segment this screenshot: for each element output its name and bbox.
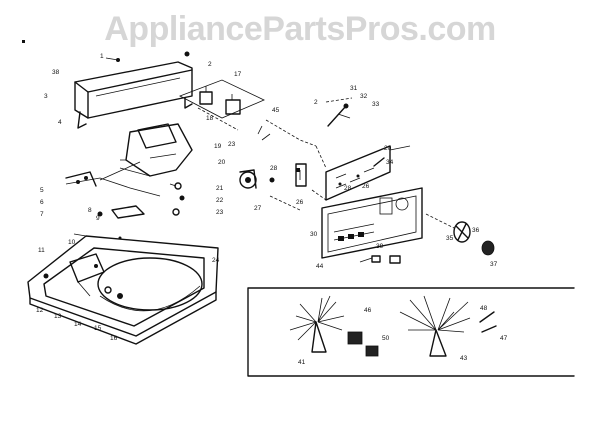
callout-5: 5 — [40, 187, 44, 194]
callout-17: 17 — [234, 71, 242, 78]
callout-22: 22 — [216, 197, 224, 204]
callout-46: 46 — [364, 307, 372, 314]
callout-35: 35 — [446, 235, 454, 242]
washer-top — [27, 233, 219, 345]
control-panel — [325, 145, 411, 201]
callout-13: 13 — [54, 313, 62, 320]
bracket-34 — [373, 157, 385, 167]
callout-6: 6 — [40, 199, 44, 206]
callout-48: 48 — [480, 305, 488, 312]
callout-28: 28 — [344, 185, 352, 192]
callout-34: 34 — [386, 159, 394, 166]
callout-26: 26 — [362, 183, 370, 190]
corner-mark — [22, 40, 25, 43]
callout-37: 37 — [490, 261, 498, 268]
callout-20: 20 — [218, 159, 226, 166]
callout-21: 21 — [216, 185, 224, 192]
callout-45: 45 — [272, 107, 280, 114]
callout-labels: 1238341718452323132331920567212223892827… — [36, 53, 508, 366]
hinge-pin — [327, 103, 351, 127]
harness-41 — [289, 295, 345, 353]
callout-41: 41 — [298, 359, 306, 366]
push-buttons — [359, 255, 401, 264]
front-control-panel — [321, 187, 423, 259]
callout-43: 43 — [460, 355, 468, 362]
callout-11: 11 — [38, 247, 45, 254]
callout-24: 24 — [212, 257, 220, 264]
callout-44: 44 — [316, 263, 324, 270]
callout-36: 36 — [472, 227, 480, 234]
callout-9: 9 — [96, 215, 100, 222]
callout-26: 26 — [296, 199, 304, 206]
small-hardware — [169, 182, 185, 216]
control-bracket — [119, 123, 193, 177]
callout-31: 31 — [350, 85, 358, 92]
callout-8: 8 — [88, 207, 92, 214]
callout-32: 32 — [360, 93, 368, 100]
callout-20: 20 — [384, 145, 392, 152]
timer-motor — [239, 125, 275, 189]
connectors-46-50 — [347, 331, 379, 357]
callout-28: 28 — [270, 165, 278, 172]
callout-30: 30 — [310, 231, 318, 238]
assembly-leader-lines — [197, 97, 353, 211]
callout-2: 2 — [208, 61, 212, 68]
callout-16: 16 — [110, 335, 118, 342]
callout-14: 14 — [74, 321, 82, 328]
callout-19: 19 — [214, 143, 222, 150]
switch-part — [295, 163, 307, 187]
callout-15: 15 — [94, 325, 102, 332]
terminal-block-group — [179, 79, 265, 119]
callout-10: 10 — [68, 239, 76, 246]
callout-3: 3 — [44, 93, 48, 100]
callout-23: 23 — [228, 141, 236, 148]
left-wire-harness — [65, 161, 161, 219]
screws-48-47 — [479, 311, 497, 333]
callout-23: 23 — [216, 209, 224, 216]
callout-1: 1 — [100, 53, 104, 60]
callout-4: 4 — [58, 119, 62, 126]
callout-12: 12 — [36, 307, 44, 314]
callout-33: 33 — [372, 101, 380, 108]
knob-assembly — [425, 213, 495, 256]
callout-39: 39 — [376, 243, 384, 250]
console-housing — [74, 51, 193, 129]
watermark: AppliancePartsPros.com — [104, 10, 496, 48]
callout-7: 7 — [40, 211, 44, 218]
callout-38: 38 — [52, 69, 60, 76]
callout-2: 2 — [314, 99, 318, 106]
wiring-inset-box — [247, 287, 575, 377]
callout-47: 47 — [500, 335, 508, 342]
callout-18: 18 — [206, 115, 214, 122]
callout-50: 50 — [382, 335, 390, 342]
harness-43 — [399, 295, 471, 357]
callout-27: 27 — [254, 205, 262, 212]
